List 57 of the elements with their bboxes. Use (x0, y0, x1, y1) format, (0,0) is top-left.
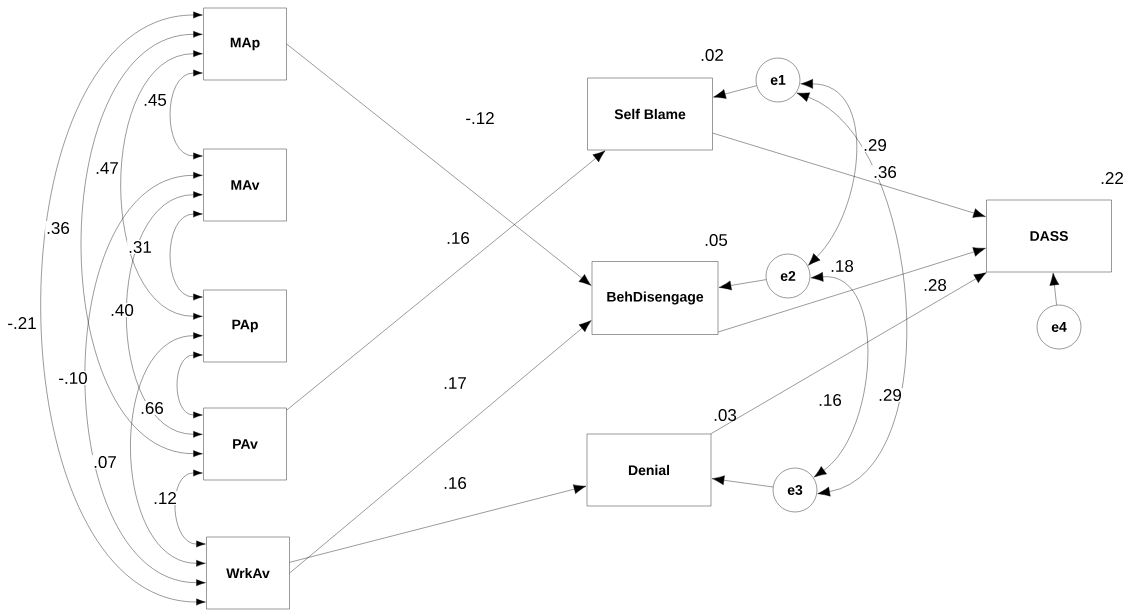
covariance-arrow (169, 210, 203, 301)
edge-label: .66 (139, 401, 165, 416)
edge-label: .16 (442, 476, 468, 490)
covariance-arrow (174, 469, 206, 548)
edge-label: .16 (817, 393, 843, 407)
path-arrow (718, 247, 986, 333)
path-arrow (1049, 272, 1060, 306)
edge-label: .07 (92, 455, 118, 469)
edge-label: .18 (829, 259, 855, 273)
covariance-arrow (40, 11, 206, 606)
covariance-arrow (800, 79, 857, 266)
covariance-arrow (84, 171, 206, 587)
path-arrow (712, 132, 986, 218)
variable-box: Denial (586, 433, 712, 507)
path-arrow (289, 320, 592, 574)
variable-box: Self Blame (587, 77, 713, 151)
edge-label: .45 (142, 93, 168, 107)
path-arrow (286, 150, 606, 411)
covariance-arrow (126, 191, 203, 438)
path-arrow (713, 85, 757, 99)
edge-label: -.12 (464, 111, 496, 125)
edge-label: -.10 (57, 371, 89, 385)
r-squared-value: .22 (1101, 172, 1123, 184)
covariance-arrow (796, 92, 907, 497)
covariance-arrow (120, 50, 203, 320)
path-arrow (711, 475, 774, 488)
path-arrow (289, 484, 587, 563)
r-squared-value: .05 (705, 234, 728, 247)
path-arrow (286, 43, 592, 286)
covariance-arrow (80, 30, 203, 458)
edge-label: .29 (862, 138, 888, 152)
variable-box: MAv (203, 148, 287, 222)
edge-label: -.21 (6, 316, 38, 330)
edge-label: .36 (872, 165, 898, 179)
variable-box: PAv (203, 407, 287, 481)
edge-label: .16 (445, 231, 471, 245)
r-squared-value: .03 (714, 409, 737, 422)
covariance-arrow (176, 351, 203, 419)
covariance-arrow (810, 272, 869, 478)
edge-label: .12 (152, 491, 178, 505)
variable-box: DASS (986, 199, 1112, 273)
edge-label: .40 (109, 303, 135, 317)
edge-label: .47 (94, 161, 120, 175)
edge-label: .17 (442, 376, 468, 390)
path-arrow (710, 272, 987, 434)
edge-label: .31 (127, 240, 153, 254)
variable-box: WrkAv (206, 536, 290, 610)
edge-label: .36 (45, 221, 71, 235)
covariance-arrow (130, 332, 206, 567)
edge-label: .29 (877, 388, 903, 402)
edge-label: .28 (922, 278, 948, 292)
variable-box: MAp (203, 7, 287, 81)
r-squared-value: .02 (701, 49, 723, 62)
variable-box: BehDisengage (591, 261, 719, 335)
path-arrow (718, 279, 767, 291)
covariance-arrow (169, 69, 203, 160)
variable-box: PAp (203, 289, 287, 363)
